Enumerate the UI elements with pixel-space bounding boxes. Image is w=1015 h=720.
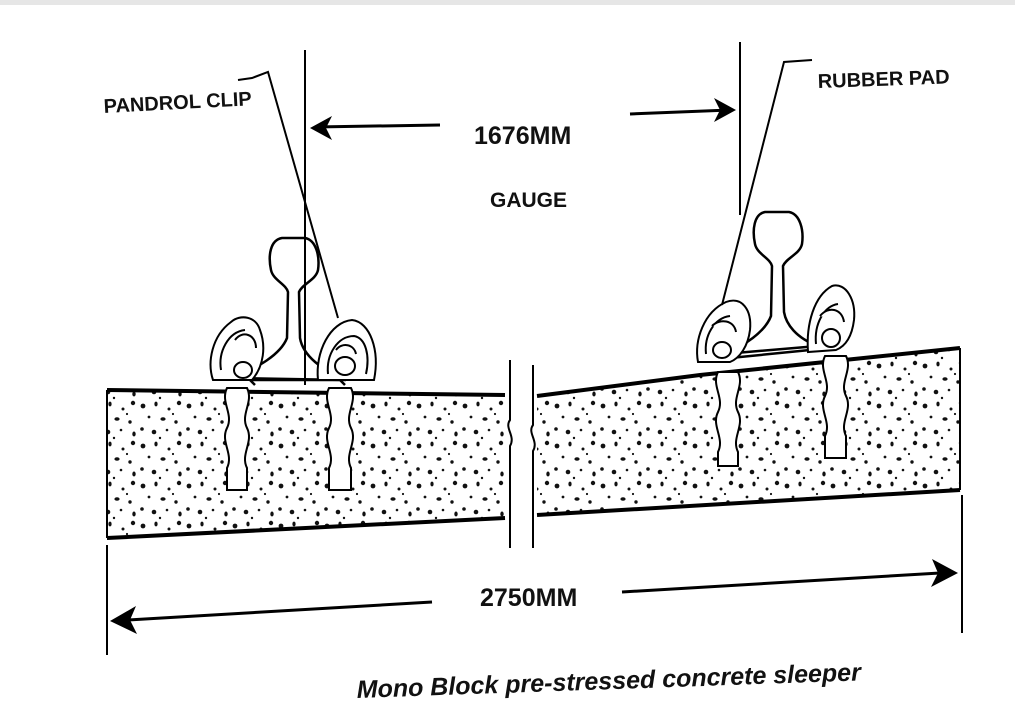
break-marks bbox=[507, 360, 536, 548]
diagram-caption: Mono Block pre-stressed concrete sleeper bbox=[356, 658, 862, 704]
top-border bbox=[0, 0, 1015, 5]
gauge-arrow-right bbox=[714, 98, 736, 122]
gauge-value-label: 1676MM bbox=[474, 122, 571, 150]
length-value-label: 2750MM bbox=[480, 584, 577, 612]
left-pandrol-clips bbox=[209, 316, 377, 381]
gauge-arrow-left bbox=[310, 116, 332, 140]
pandrol-clip-leader bbox=[237, 70, 339, 319]
sleeper-left-half bbox=[106, 388, 506, 540]
length-arrow-right bbox=[931, 559, 958, 587]
right-pandrol-clips bbox=[696, 284, 856, 363]
length-dimension bbox=[106, 495, 963, 655]
rubber-pad-label: RUBBER PAD bbox=[817, 66, 950, 93]
gauge-word-label: GAUGE bbox=[490, 189, 567, 212]
rubber-pad-leader bbox=[721, 59, 813, 306]
length-arrow-left bbox=[110, 606, 137, 634]
sleeper-right-half bbox=[536, 346, 961, 517]
gauge-dimension bbox=[304, 42, 741, 385]
embedded-inserts bbox=[224, 355, 849, 491]
pandrol-clip-label: PANDROL CLIP bbox=[103, 88, 252, 118]
